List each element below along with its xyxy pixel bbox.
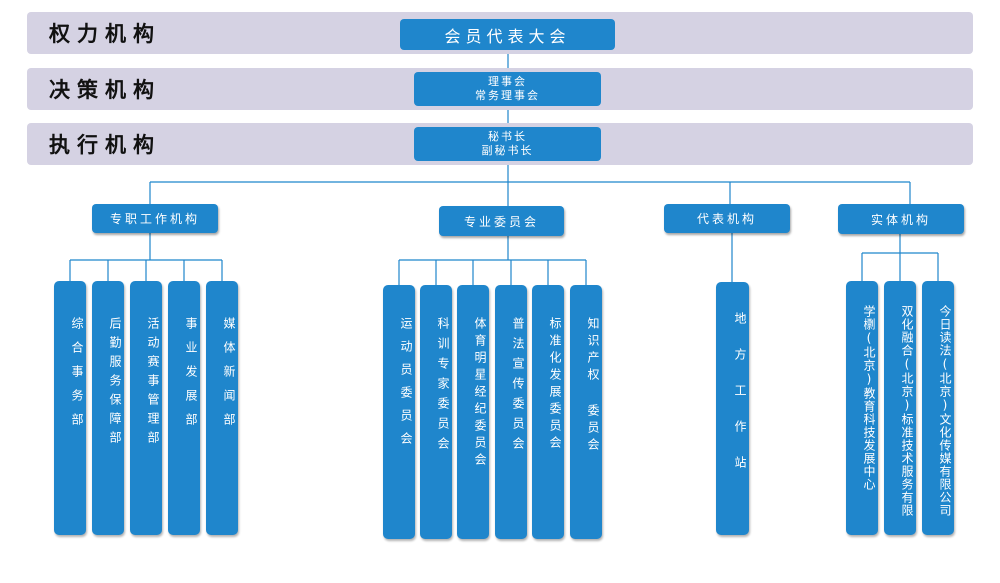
secretary-general-label: 秘书长 [488,130,527,143]
assembly-label: 会员代表大会 [444,26,571,46]
category-entities-label: 实体机构 [870,212,931,227]
unit-dept-1-label: 后勤服务保障部 [108,317,122,450]
unit-entity-0[interactable]: 学檦(北京)教育科技发展中心 [846,281,878,535]
unit-rep-0-label: 地方工作站 [733,312,747,492]
unit-committee-3-label: 普法宣传委员会 [511,317,525,457]
unit-dept-0-label: 综合事务部 [70,317,84,437]
unit-entity-0-label: 学檦(北京)教育科技发展中心 [862,305,876,491]
category-rep[interactable]: 代表机构 [664,204,790,233]
unit-committee-2[interactable]: 体育明星经纪委员会 [457,285,489,539]
band-label-decision: 决策机构 [49,78,161,102]
category-entities[interactable]: 实体机构 [838,204,964,234]
unit-committee-3[interactable]: 普法宣传委员会 [495,285,527,539]
unit-committee-4-label: 标准化发展委员会 [548,317,562,453]
unit-committee-1[interactable]: 科训专家委员会 [420,285,452,539]
unit-committee-0-label: 运动员委员会 [399,317,413,455]
unit-dept-4[interactable]: 媒体新闻部 [206,281,238,535]
deputy-secretary-label: 副秘书长 [481,144,534,157]
unit-dept-0[interactable]: 综合事务部 [54,281,86,535]
category-committees[interactable]: 专业委员会 [439,206,564,236]
unit-committee-0[interactable]: 运动员委员会 [383,285,415,539]
unit-entity-1[interactable]: 双化融合(北京)标准技术服务有限 [884,281,916,535]
band-label-execution: 执行机构 [49,133,161,157]
unit-rep-0[interactable]: 地方工作站 [716,282,749,535]
unit-entity-2-label: 今日读法(北京)文化传媒有限公司 [938,305,952,517]
unit-committee-4[interactable]: 标准化发展委员会 [532,285,564,539]
unit-dept-1[interactable]: 后勤服务保障部 [92,281,124,535]
unit-committee-5-label: 知识产权 委员会 [586,317,600,455]
category-dept-label: 专职工作机构 [109,212,200,226]
unit-committee-5[interactable]: 知识产权 委员会 [570,285,602,539]
unit-entity-1-label: 双化融合(北京)标准技术服务有限 [900,305,914,517]
assembly-node[interactable]: 会员代表大会 [400,19,615,50]
unit-dept-4-label: 媒体新闻部 [222,317,236,437]
unit-dept-2-label: 活动赛事管理部 [146,317,160,450]
unit-committee-1-label: 科训专家委员会 [436,317,450,457]
unit-committee-2-label: 体育明星经纪委员会 [473,317,487,470]
unit-entity-2[interactable]: 今日读法(北京)文化传媒有限公司 [922,281,954,535]
unit-dept-2[interactable]: 活动赛事管理部 [130,281,162,535]
category-committees-label: 专业委员会 [463,214,539,229]
council-node[interactable]: 理事会 常务理事会 [414,72,601,106]
band-label-power: 权力机构 [49,22,161,46]
unit-dept-3-label: 事业发展部 [184,317,198,437]
standing-council-label: 常务理事会 [475,89,540,102]
category-dept[interactable]: 专职工作机构 [92,204,218,233]
council-label: 理事会 [488,75,527,88]
unit-dept-3[interactable]: 事业发展部 [168,281,200,535]
secretary-node[interactable]: 秘书长 副秘书长 [414,127,601,161]
category-rep-label: 代表机构 [696,212,757,226]
